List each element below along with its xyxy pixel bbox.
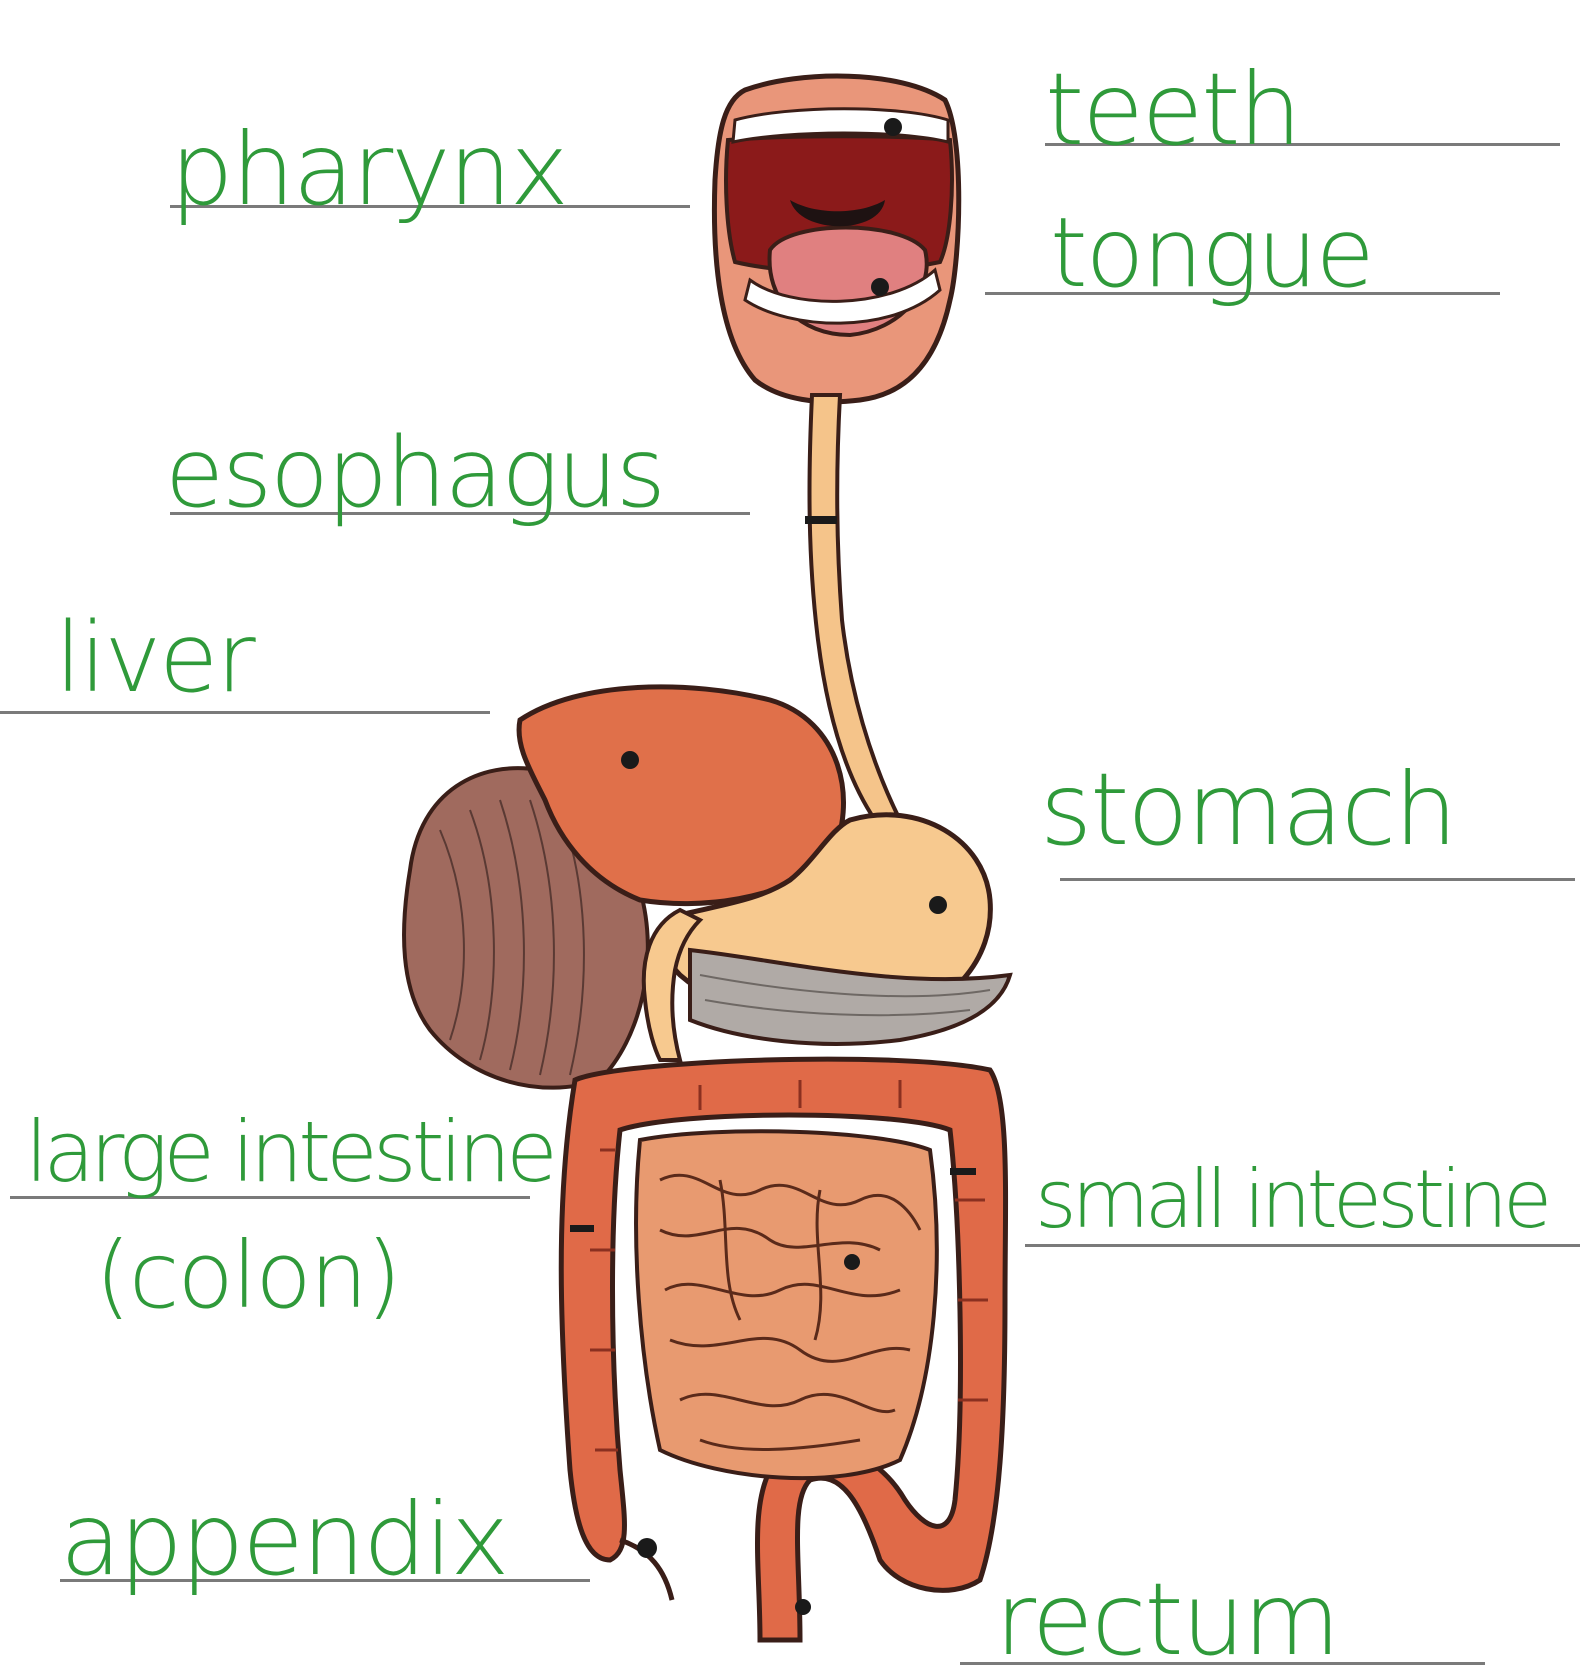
liver-label: liver — [55, 610, 254, 706]
appendix-pointer-dot — [637, 1538, 657, 1558]
colon-label: (colon) — [95, 1230, 400, 1322]
rectum-pointer-dot — [795, 1599, 811, 1615]
tongue-label: tongue — [1050, 205, 1373, 301]
small-intestine-label: small intestine — [1035, 1160, 1547, 1240]
appendix-label: appendix — [60, 1490, 508, 1590]
esophagus-pointer-mark — [805, 516, 837, 524]
stomach-label: stomach — [1040, 760, 1456, 860]
esophagus-label: esophagus — [165, 425, 664, 521]
stomach-leader-line — [1060, 878, 1575, 881]
pharynx-label: pharynx — [170, 120, 567, 220]
large-intestine-label: large intestine — [25, 1110, 553, 1194]
stomach-pointer-dot — [929, 896, 947, 914]
teeth-pointer-dot — [884, 118, 902, 136]
liver-pointer-dot — [621, 751, 639, 769]
small-intestine-pointer-mark — [950, 1168, 976, 1175]
teeth-label: teeth — [1045, 60, 1300, 160]
tongue-pointer-dot — [871, 278, 889, 296]
small-intestine-shape — [636, 1131, 937, 1478]
large-intestine-pointer-mark — [570, 1225, 594, 1232]
mouth — [714, 76, 958, 402]
small-intestine-pointer-dot — [844, 1254, 860, 1270]
rectum-label: rectum — [995, 1570, 1338, 1670]
